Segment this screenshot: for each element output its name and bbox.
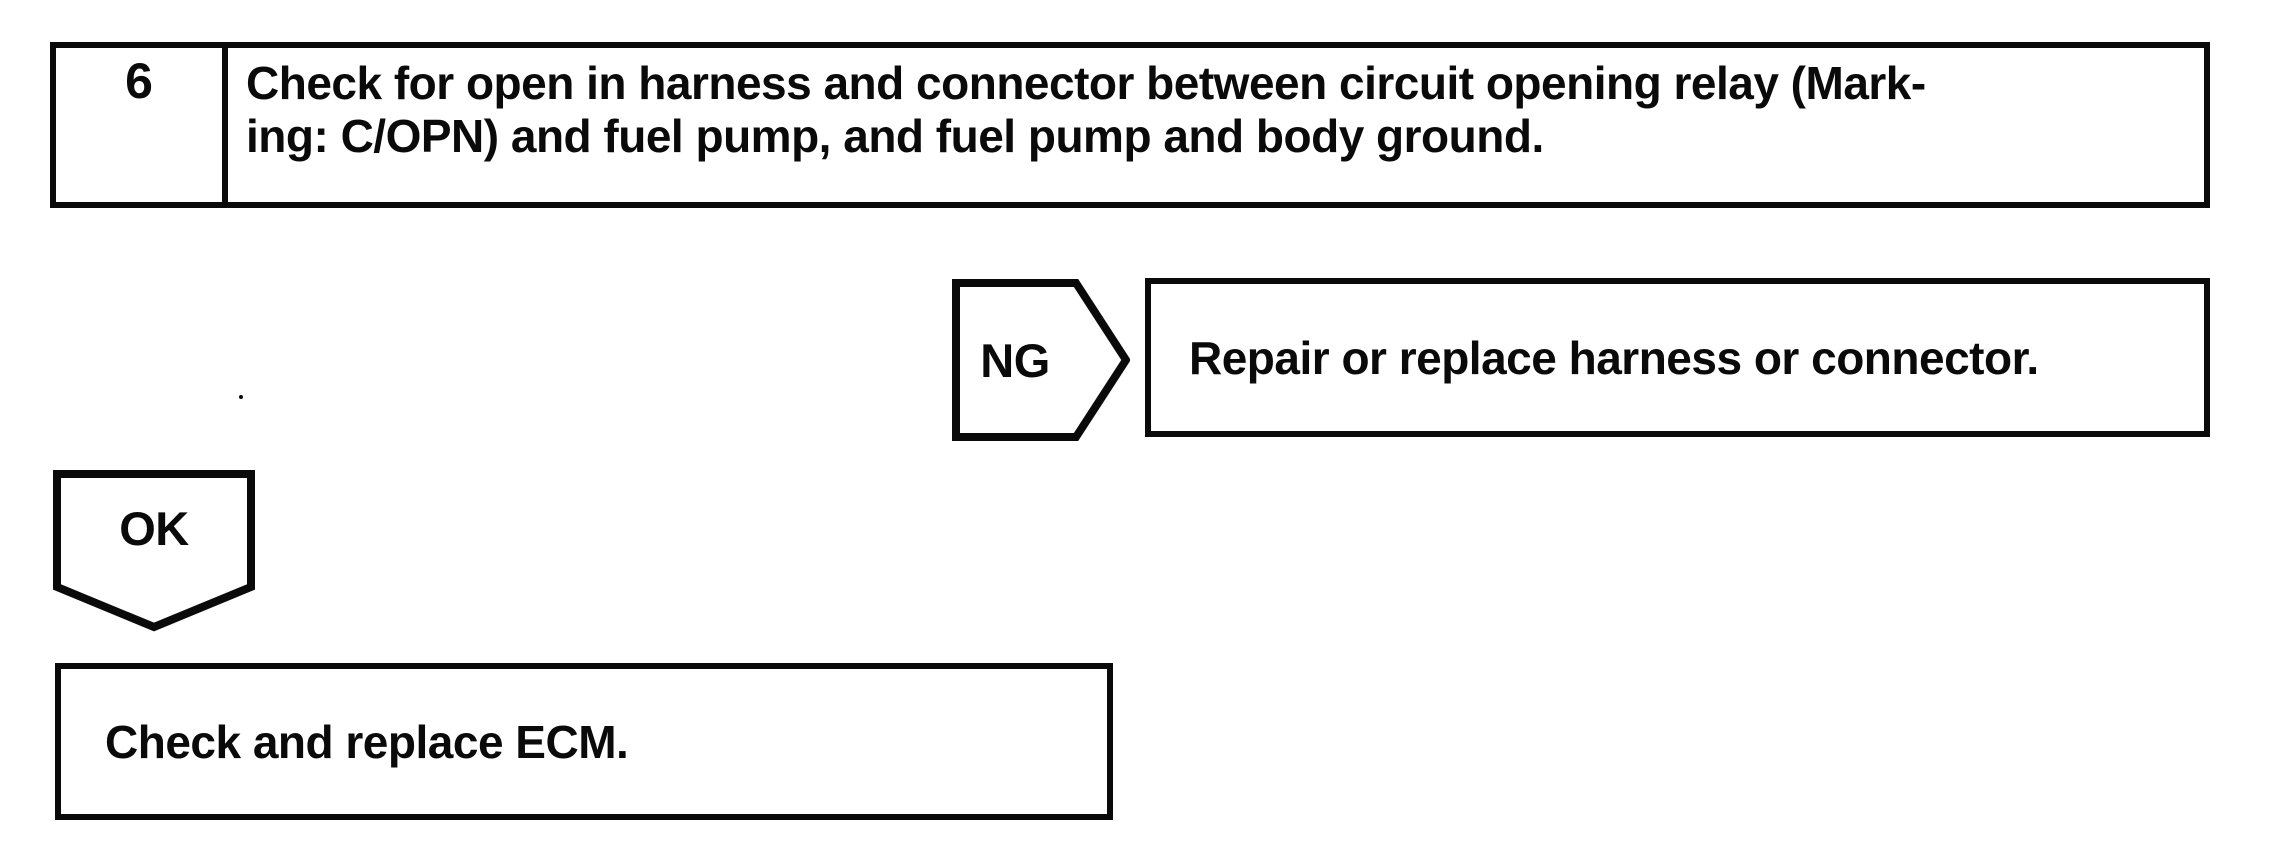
step-instruction-line-2: ing: C/OPN) and fuel pump, and fuel pump… [246,110,1544,162]
ok-action-box: Check and replace ECM. [55,663,1113,820]
scan-speck-dot [239,395,243,399]
ng-pentagon-icon [952,279,1130,441]
ok-action-text: Check and replace ECM. [105,715,629,768]
step-number-cell: 6 [56,48,228,202]
ng-connector: NG [952,279,1130,441]
step-instruction: Check for open in harness and connector … [228,48,2204,202]
ng-connector-label: NG [980,333,1050,387]
ok-connector-label: OK [119,502,189,555]
ok-pentagon-icon [53,470,255,632]
ng-action-box: Repair or replace harness or connector. [1145,278,2210,437]
ok-connector: OK [53,470,255,632]
ng-action-text: Repair or replace harness or connector. [1189,331,2039,384]
step-box: 6 Check for open in harness and connecto… [50,42,2210,208]
step-instruction-line-1: Check for open in harness and connector … [246,57,1926,109]
step-number: 6 [125,53,153,109]
